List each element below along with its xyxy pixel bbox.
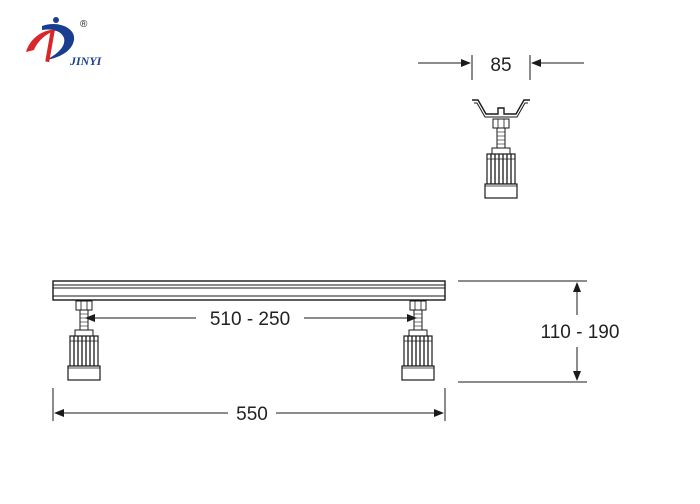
left-foot	[67, 300, 101, 381]
dim-span-label: 510 - 250	[210, 309, 290, 330]
channel-profile	[472, 99, 530, 115]
rail	[52, 280, 446, 301]
end-view: 85	[418, 55, 584, 199]
logo-blue-swoosh	[42, 23, 75, 60]
logo-brand-text: JINYI	[69, 54, 103, 68]
right-foot	[401, 300, 435, 381]
logo-red-bar	[45, 29, 55, 63]
logo-registered-mark: ®	[80, 19, 88, 30]
dim-height-label: 110 - 190	[541, 322, 620, 343]
logo-red-swoosh	[26, 29, 58, 52]
dim-length-label: 550	[236, 404, 268, 425]
end-view-foot	[484, 118, 518, 199]
dim-width-top-label: 85	[490, 55, 511, 76]
logo-dot	[53, 17, 59, 23]
channel-profile-inner	[474, 102, 528, 118]
side-view: 510 - 250 110 - 190 550	[52, 280, 620, 425]
jinyi-logo: ® JINYI	[26, 17, 103, 68]
